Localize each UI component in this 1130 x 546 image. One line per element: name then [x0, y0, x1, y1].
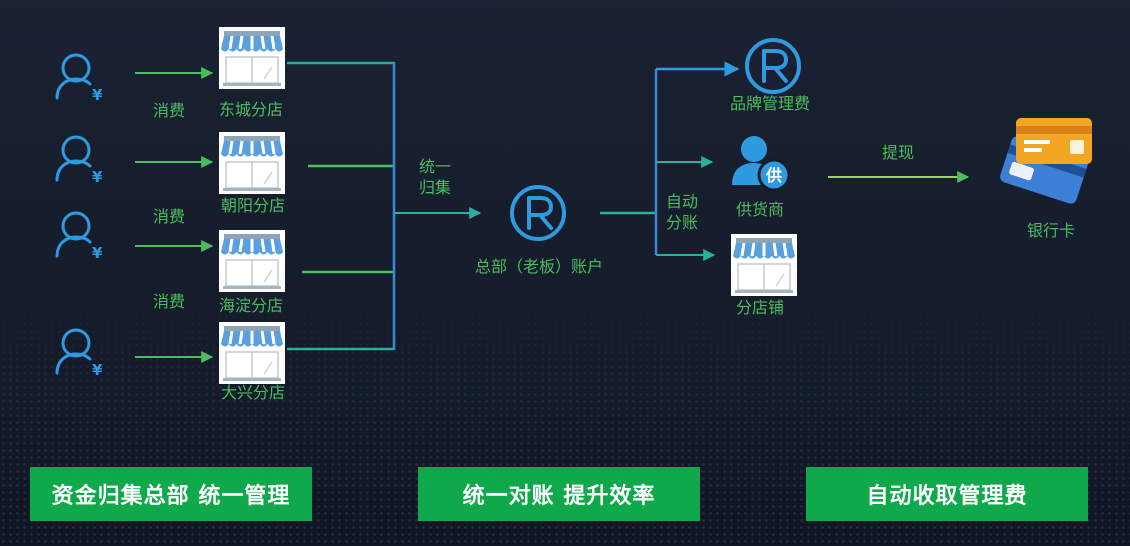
merge-label-line2: 归集: [419, 178, 452, 197]
store-label-chaoyang: 朝阳分店: [221, 196, 286, 215]
storefront-icon: [219, 322, 285, 388]
registered-trademark-icon: [508, 183, 568, 247]
consumer-icon: ¥: [52, 132, 110, 190]
brand-fee-label: 品牌管理费: [730, 94, 811, 113]
yen-symbol: ¥: [92, 86, 103, 104]
storefront-icon: [731, 234, 797, 300]
banner-unified-reconciliation: 统一对账 提升效率: [418, 467, 700, 521]
merge-label-line1: 统一: [419, 157, 452, 176]
consume-label: 消费: [153, 207, 186, 226]
storefront-icon: [219, 230, 285, 296]
bank-card-label: 银行卡: [1027, 221, 1076, 240]
yen-symbol: ¥: [92, 168, 103, 186]
consume-label: 消费: [153, 101, 186, 120]
store-label-haidian: 海淀分店: [219, 296, 284, 315]
banner-fund-aggregation: 资金归集总部 统一管理: [30, 467, 312, 521]
withdraw-label: 提现: [882, 143, 915, 162]
yen-symbol: ¥: [92, 361, 103, 379]
registered-trademark-icon: [743, 36, 803, 100]
supplier-badge: 供: [765, 166, 782, 185]
split-label-line2: 分账: [666, 213, 699, 232]
branch-store-label: 分店铺: [736, 298, 785, 317]
bank-card-icon: [998, 112, 1098, 212]
consume-label: 消费: [153, 292, 186, 311]
supplier-icon: 供: [730, 133, 792, 197]
storefront-icon: [219, 27, 285, 93]
consumer-icon: ¥: [52, 50, 110, 108]
store-label-daxing: 大兴分店: [221, 383, 286, 402]
storefront-icon: [219, 132, 285, 198]
supplier-label: 供货商: [736, 200, 785, 219]
split-label-line1: 自动: [666, 192, 699, 211]
hq-account-label: 总部（老板）账户: [475, 257, 604, 276]
store-label-dongcheng: 东城分店: [219, 100, 284, 119]
yen-symbol: ¥: [92, 244, 103, 262]
banner-auto-fee-collection: 自动收取管理费: [806, 467, 1088, 521]
consumer-icon: ¥: [52, 208, 110, 266]
consumer-icon: ¥: [52, 325, 110, 383]
